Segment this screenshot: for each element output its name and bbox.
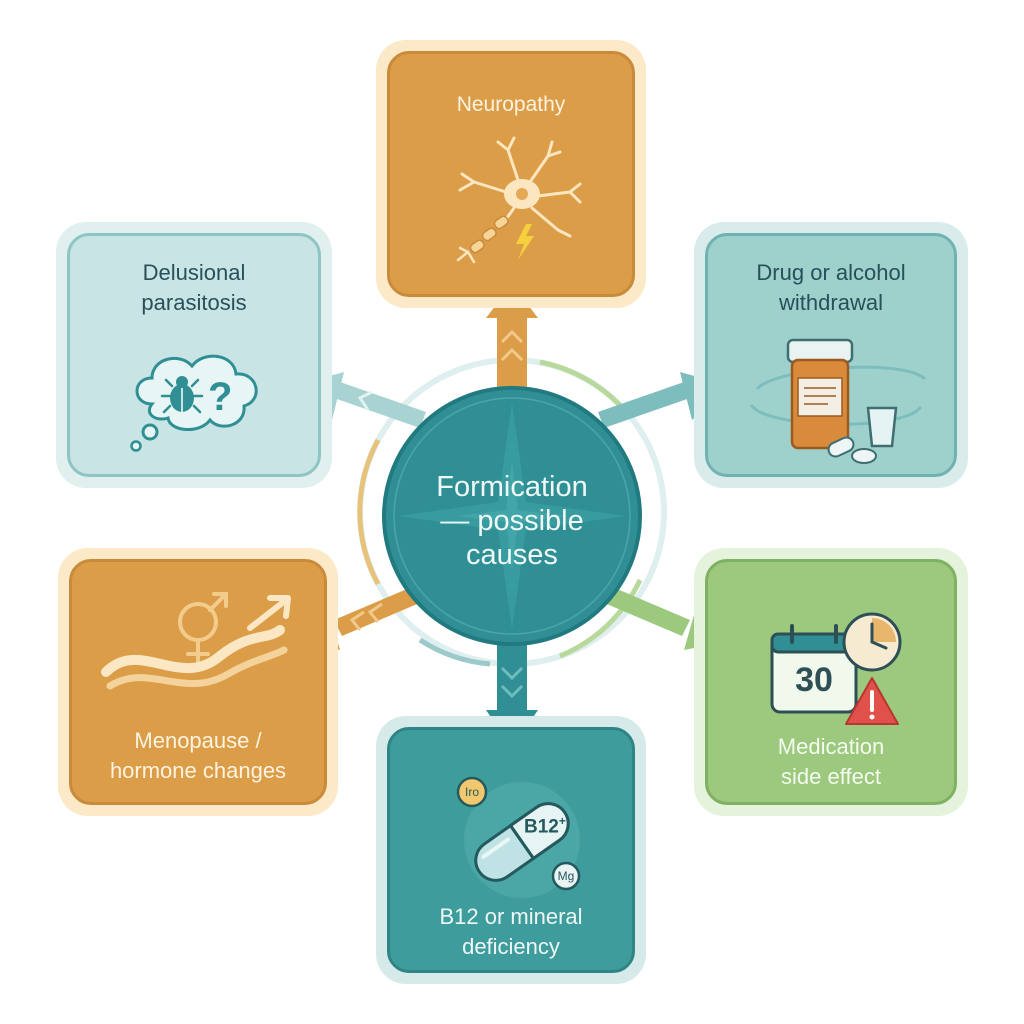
hub-title-line2: — possible: [440, 505, 584, 537]
cause-card-neuropathy-panel: Neuropathy: [387, 51, 635, 297]
cause-label-menopause-line2: hormone changes: [109, 758, 287, 783]
cause-card-b12: Iro B12+ Mg B12 or mineral deficiency: [376, 716, 646, 984]
cause-card-medication-panel: 30 Medication side effect: [705, 559, 957, 805]
hub-title-line3: causes: [466, 539, 558, 571]
pill-label-row: B12+: [524, 810, 574, 838]
cause-label-b12-line1: B12 or mineral: [439, 904, 583, 929]
hub-title-line1: Formication: [436, 471, 588, 503]
cause-label-delusional-line2: parasitosis: [141, 290, 247, 315]
cause-card-delusional-parasitosis: Delusional parasitosis ?: [56, 222, 332, 488]
cause-label-neuropathy-line1: Neuropathy: [456, 93, 566, 116]
cause-label-b12: B12 or mineral deficiency: [390, 902, 632, 962]
svg-text:?: ?: [208, 375, 232, 419]
hub-ring-arc-bottom: [559, 578, 643, 659]
pill-label: B12: [524, 816, 559, 838]
calendar-clock-warning-icon: 30: [768, 608, 908, 732]
calendar-clock-warning-graphic: [770, 612, 902, 725]
capsule-icon: Iro B12+ Mg: [452, 770, 592, 900]
neuron-icon: [456, 136, 582, 264]
cause-label-menopause: Menopause / hormone changes: [72, 726, 324, 786]
cause-label-medication-line1: Medication: [777, 734, 885, 759]
cause-label-delusional-parasitosis: Delusional parasitosis: [70, 258, 318, 318]
cause-card-withdrawal-panel: Drug or alcohol withdrawal: [705, 233, 957, 477]
cause-card-medication: 30 Medication side effect: [694, 548, 968, 816]
hub-ring-arc-left: [357, 438, 381, 586]
cause-card-withdrawal: Drug or alcohol withdrawal: [694, 222, 968, 488]
bug-thought-bubble-icon: ?: [130, 354, 258, 452]
calendar-number: 30: [795, 661, 833, 699]
cause-label-withdrawal-line2: withdrawal: [779, 290, 883, 315]
pill-plus: +: [558, 814, 566, 828]
iron-label: Iro: [464, 785, 479, 799]
pill-bottle-icon: [750, 338, 926, 464]
cause-card-menopause: Menopause / hormone changes: [58, 548, 338, 816]
cause-card-menopause-panel: Menopause / hormone changes: [69, 559, 327, 805]
mg-label: Mg: [557, 869, 575, 883]
cause-card-delusional-parasitosis-panel: Delusional parasitosis ?: [67, 233, 321, 477]
capsule-graphic: [456, 776, 581, 898]
cause-label-withdrawal-line1: Drug or alcohol: [756, 260, 906, 285]
cause-label-withdrawal: Drug or alcohol withdrawal: [708, 258, 954, 318]
hormone-symbol-icon: [101, 592, 291, 690]
cause-card-neuropathy: Neuropathy: [376, 40, 646, 308]
cause-label-delusional-line1: Delusional: [142, 260, 246, 285]
hub-ring-arc-bottom-left: [418, 637, 491, 667]
hub-circle: [382, 386, 642, 646]
cause-label-medication-line2: side effect: [781, 764, 881, 789]
cause-label-medication: Medication side effect: [708, 732, 954, 792]
cause-label-menopause-line1: Menopause /: [134, 728, 262, 753]
cause-label-b12-line2: deficiency: [462, 934, 560, 959]
cause-label-neuropathy: Neuropathy: [390, 90, 632, 120]
hub-title: Formication — possible causes: [384, 470, 640, 572]
hub-ring-arc-top: [539, 359, 628, 414]
cause-card-b12-panel: Iro B12+ Mg B12 or mineral deficiency: [387, 727, 635, 973]
